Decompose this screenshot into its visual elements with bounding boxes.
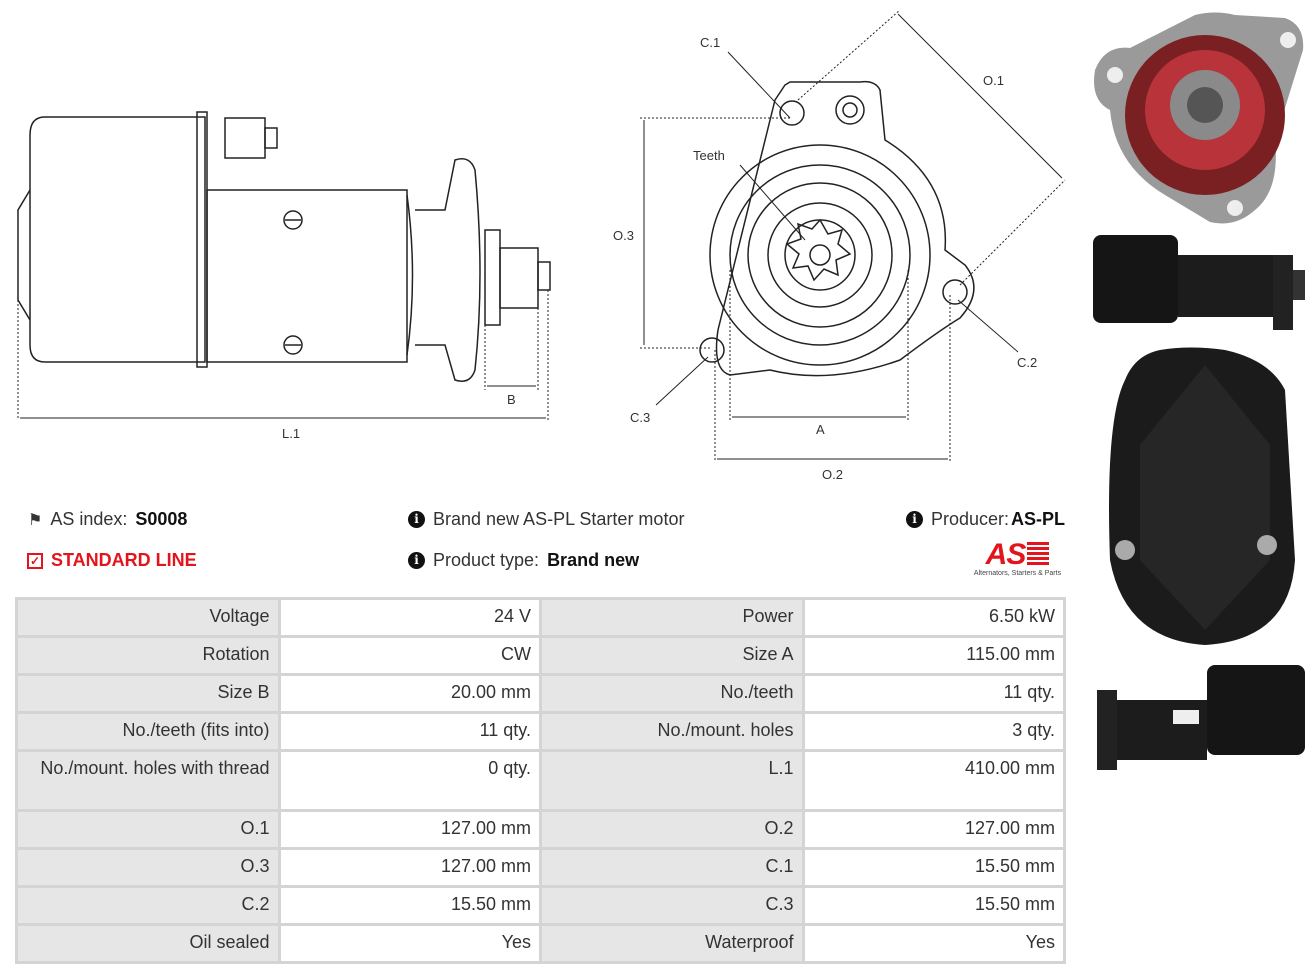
front-view-drawing: C.1 O.1 Teeth O.3 C.2 C.3 A O.2 [613,9,1066,482]
spec-value: Yes [801,923,1067,964]
spec-label: O.1 [15,809,281,850]
as-index: ⚑ AS index: S0008 [28,509,187,530]
product-photos [1093,12,1305,770]
producer-value: AS-PL [1011,509,1066,529]
spec-label: C.2 [15,885,281,926]
label-o3: O.3 [613,228,634,243]
spec-label: L.1 [538,749,805,812]
spec-label: Voltage [15,597,281,638]
product-type-label: Product type: [433,550,540,570]
spec-label: Waterproof [538,923,805,964]
spec-label: C.1 [538,847,805,888]
label-b: B [507,392,516,407]
standard-line-label: STANDARD LINE [51,550,197,570]
spec-value: 410.00 mm [801,749,1067,812]
spec-label: O.2 [538,809,805,850]
photo-front [1094,12,1304,224]
flange-outline [715,80,975,377]
info-icon: i [906,511,923,528]
label-l1: L.1 [282,426,300,441]
motor-housing [29,116,206,363]
photo-side-2 [1097,665,1305,770]
spec-row: No./teeth (fits into)11 qty.No./mount. h… [15,711,1067,752]
logo-tagline: Alternators, Starters & Parts [973,570,1062,577]
spec-value: 24 V [277,597,542,638]
spec-value: CW [277,635,542,676]
spec-value: 127.00 mm [801,809,1067,850]
spec-label: O.3 [15,847,281,888]
label-o1: O.1 [983,73,1004,88]
info-icon: i [408,552,425,569]
spec-value: Yes [277,923,542,964]
label-c1: C.1 [700,35,720,50]
spec-value: 20.00 mm [277,673,542,714]
tags-icon: ⚑ [28,511,43,529]
spec-label: Size B [15,673,281,714]
standard-line-badge: ✓ STANDARD LINE [27,550,197,571]
spec-value: 115.00 mm [801,635,1067,676]
spec-value: 15.50 mm [277,885,542,926]
label-c2: C.2 [1017,355,1037,370]
spec-label: C.3 [538,885,805,926]
spec-label: Rotation [15,635,281,676]
checkbox-checked-icon: ✓ [27,552,43,569]
spec-value: 15.50 mm [801,885,1067,926]
spec-value: 0 qty. [277,749,542,812]
label-a: A [816,422,825,437]
spec-label: No./mount. holes [538,711,805,752]
label-o2: O.2 [822,467,843,482]
spec-label: Power [538,597,805,638]
spec-value: 3 qty. [801,711,1067,752]
producer: i Producer: AS-PL [906,509,1065,530]
product-type-value: Brand new [547,550,640,570]
spec-value: 127.00 mm [277,847,542,888]
as-index-value: S0008 [135,509,188,529]
description: i Brand new AS-PL Starter motor [408,509,684,530]
label-c3: C.3 [630,410,650,425]
photo-side-1 [1093,235,1305,330]
spec-value: 11 qty. [801,673,1067,714]
spec-label: No./mount. holes with thread [15,749,281,812]
spec-label: No./teeth (fits into) [15,711,281,752]
spec-label: Size A [538,635,805,676]
photo-rear [1109,347,1295,645]
as-index-label: AS index: [50,509,128,529]
producer-label: Producer: [931,509,1010,529]
spec-label: Oil sealed [15,923,281,964]
product-type: i Product type: Brand new [408,550,639,571]
side-view-drawing: L.1 B [17,111,551,441]
spec-value: 11 qty. [277,711,542,752]
label-teeth: Teeth [693,148,725,163]
spec-value: 15.50 mm [801,847,1067,888]
spec-label: No./teeth [538,673,805,714]
description-text: Brand new AS-PL Starter motor [433,509,685,529]
spec-value: 127.00 mm [277,809,542,850]
info-icon: i [408,511,425,528]
as-logo: AS Alternators, Starters & Parts [965,540,1070,578]
spec-value: 6.50 kW [801,597,1067,638]
